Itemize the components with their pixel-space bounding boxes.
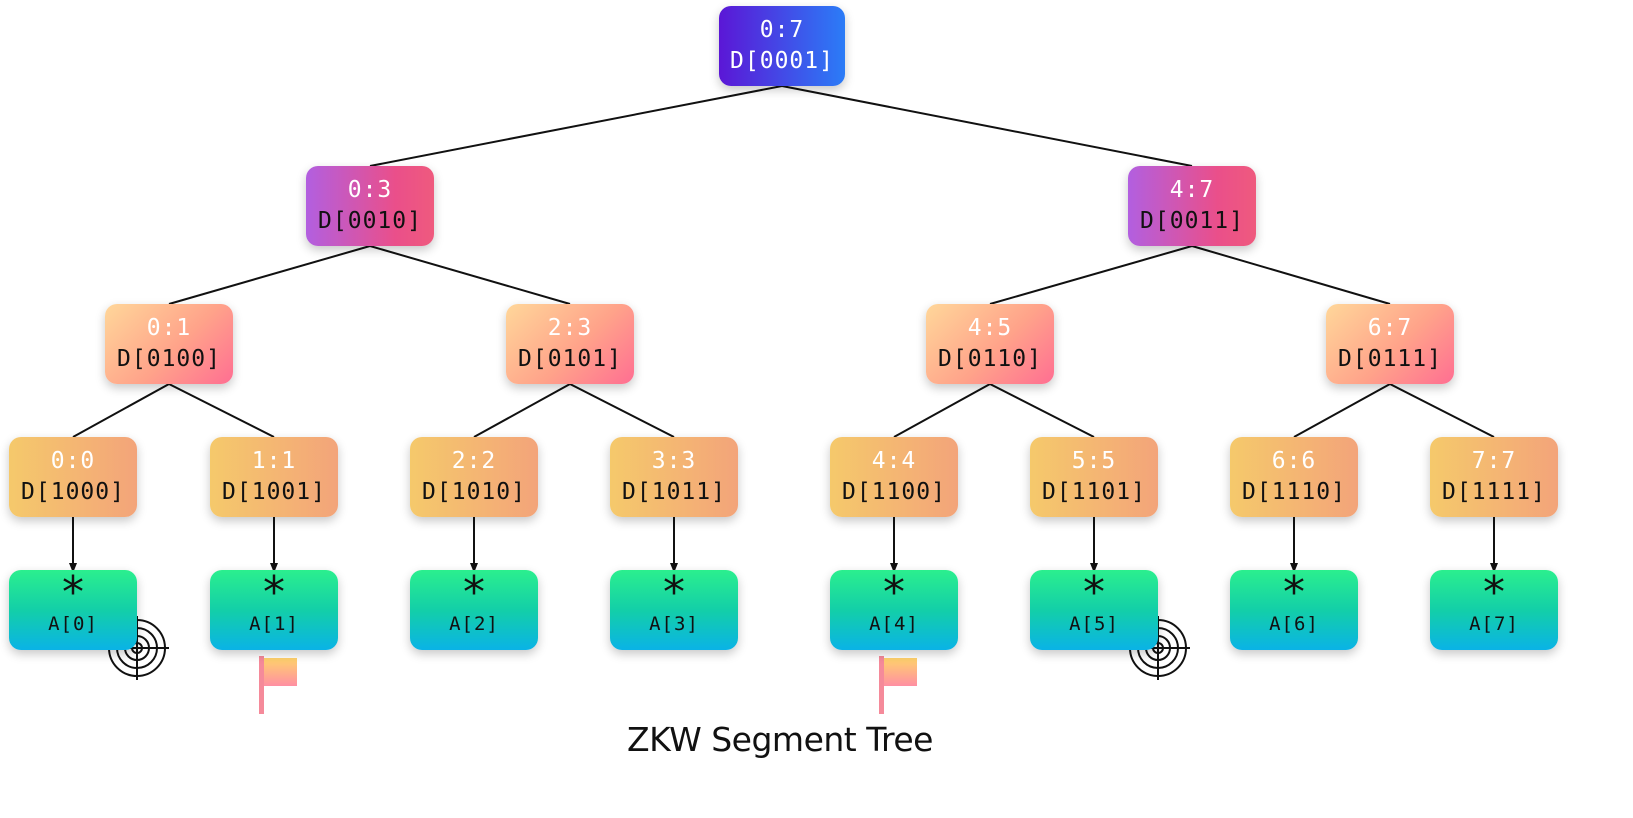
- tree-edge: [893, 383, 991, 438]
- node-index-label: D[1000]: [21, 479, 125, 505]
- tree-edge: [1293, 383, 1391, 438]
- leaf-array-label: A[0]: [48, 613, 98, 635]
- leaf-array-label: A[6]: [1269, 613, 1319, 635]
- leaf-array-label: A[7]: [1469, 613, 1519, 635]
- array-leaf-5: *A[5]: [1030, 570, 1158, 650]
- node-index-label: D[0110]: [938, 346, 1042, 372]
- leaf-array-label: A[3]: [649, 613, 699, 635]
- leaf-value-symbol: *: [1483, 567, 1505, 618]
- leaf-array-label: A[2]: [449, 613, 499, 635]
- array-leaf-1: *A[1]: [210, 570, 338, 650]
- node-range-label: 5:5: [1071, 448, 1117, 474]
- node-index-label: D[1101]: [1042, 479, 1146, 505]
- leaf-value-symbol: *: [463, 567, 485, 618]
- array-leaf-0: *A[0]: [9, 570, 137, 650]
- node-range-label: 0:0: [50, 448, 96, 474]
- tree-edge: [72, 383, 170, 438]
- node-range-label: 2:2: [451, 448, 497, 474]
- node-index-label: D[1100]: [842, 479, 946, 505]
- node-index-label: D[1011]: [622, 479, 726, 505]
- array-leaf-4: *A[4]: [830, 570, 958, 650]
- node-index-label: D[0101]: [518, 346, 622, 372]
- tree-edge: [1191, 245, 1391, 305]
- leaf-array-label: A[4]: [869, 613, 919, 635]
- node-index-label: D[0011]: [1140, 208, 1244, 234]
- leaf-value-symbol: *: [1083, 567, 1105, 618]
- tree-edge: [781, 85, 1193, 167]
- tree-edge: [1389, 383, 1495, 438]
- tree-edge: [369, 245, 571, 305]
- node-range-label: 4:5: [967, 315, 1013, 341]
- node-range-label: 1:1: [251, 448, 297, 474]
- node-range-label: 0:3: [347, 177, 393, 203]
- leaf-array-label: A[1]: [249, 613, 299, 635]
- node-range-label: 2:3: [547, 315, 593, 341]
- array-leaf-3: *A[3]: [610, 570, 738, 650]
- node-range-label: 6:6: [1271, 448, 1317, 474]
- tree-edge: [168, 383, 275, 438]
- node-index-label: D[1001]: [222, 479, 326, 505]
- node-index-label: D[1010]: [422, 479, 526, 505]
- diagram-title: ZKW Segment Tree: [627, 720, 933, 759]
- node-index-label: D[0111]: [1338, 346, 1442, 372]
- tree-edge: [569, 383, 675, 438]
- tree-edge: [473, 383, 571, 438]
- leaf-value-symbol: *: [883, 567, 905, 618]
- array-leaf-6: *A[6]: [1230, 570, 1358, 650]
- node-range-label: 4:4: [871, 448, 917, 474]
- node-index-label: D[0100]: [117, 346, 221, 372]
- flag-icon: [879, 656, 917, 714]
- node-range-label: 7:7: [1471, 448, 1517, 474]
- tree-edge: [989, 383, 1095, 438]
- node-index-label: D[0010]: [318, 208, 422, 234]
- node-range-label: 6:7: [1367, 315, 1413, 341]
- leaf-value-symbol: *: [263, 567, 285, 618]
- leaf-array-label: A[5]: [1069, 613, 1119, 635]
- tree-edge: [168, 245, 371, 305]
- leaf-value-symbol: *: [1283, 567, 1305, 618]
- node-range-label: 0:1: [146, 315, 192, 341]
- node-range-label: 4:7: [1169, 177, 1215, 203]
- node-index-label: D[1111]: [1442, 479, 1546, 505]
- leaf-value-symbol: *: [62, 567, 84, 618]
- tree-edge: [369, 85, 783, 167]
- flag-icon: [259, 656, 297, 714]
- node-index-label: D[1110]: [1242, 479, 1346, 505]
- leaf-value-symbol: *: [663, 567, 685, 618]
- array-leaf-2: *A[2]: [410, 570, 538, 650]
- array-leaf-7: *A[7]: [1430, 570, 1558, 650]
- node-range-label: 0:7: [759, 17, 805, 43]
- node-range-label: 3:3: [651, 448, 697, 474]
- tree-edge: [989, 245, 1193, 305]
- node-index-label: D[0001]: [730, 48, 834, 74]
